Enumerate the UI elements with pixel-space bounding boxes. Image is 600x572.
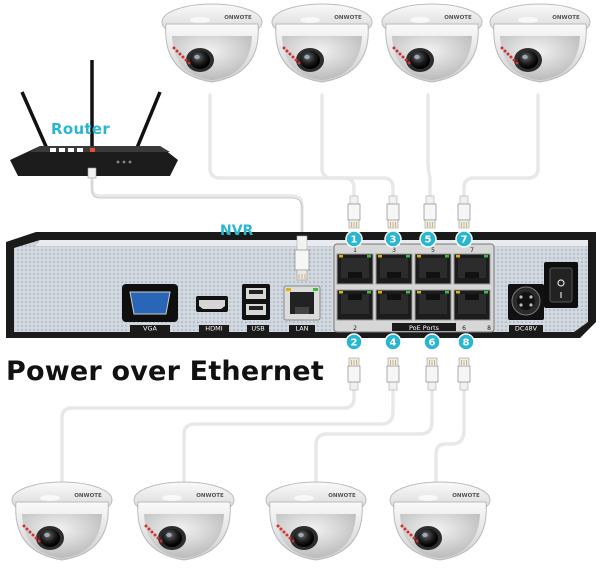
rj45-plug (423, 195, 437, 229)
rj45-plug (457, 357, 471, 391)
port-number-marker: 4 (384, 333, 402, 351)
svg-text:2: 2 (351, 338, 358, 349)
router-label: Router (51, 120, 111, 138)
port-number-marker: 3 (384, 230, 402, 248)
poe-jack (453, 289, 491, 321)
poe-jack (336, 253, 374, 285)
port-number-marker: 2 (345, 333, 363, 351)
svg-text:5: 5 (425, 235, 432, 246)
dome-camera: ONWOTE (133, 481, 235, 561)
dome-camera: ONWOTE (389, 481, 491, 561)
rj45-plug (347, 195, 361, 229)
port-number-marker: 5 (419, 230, 437, 248)
rj45-plug (425, 357, 439, 391)
hdmi-port (196, 296, 229, 332)
port-number: 7 (470, 247, 474, 254)
dc-label: DC48V (515, 325, 538, 333)
port-number-marker: 6 (423, 333, 441, 351)
dome-camera: ONWOTE (11, 481, 113, 561)
rj45-plug (386, 357, 400, 391)
svg-text:1: 1 (351, 235, 358, 246)
usb-ports (242, 284, 270, 332)
rj45-plug (457, 195, 471, 229)
lan-label: LAN (295, 325, 308, 333)
port-number: 6 (462, 325, 466, 332)
port-number-marker: 1 (345, 230, 363, 248)
vga-label: VGA (143, 325, 157, 333)
camera-brand: ONWOTE (452, 493, 480, 499)
port-number-marker: 8 (457, 333, 475, 351)
lan-port (283, 285, 321, 332)
poe-jack (336, 289, 374, 321)
dc-power-port (508, 284, 544, 332)
ethernet-cables (60, 93, 540, 484)
usb-label: USB (251, 325, 264, 333)
svg-text:8: 8 (463, 338, 470, 349)
nvr-label: NVR (220, 223, 254, 239)
camera-brand: ONWOTE (196, 493, 224, 499)
poe-jack (414, 289, 452, 321)
hdmi-label: HDMI (205, 325, 223, 333)
camera-brand: ONWOTE (552, 15, 580, 21)
dome-camera: ONWOTE (381, 3, 483, 83)
poe-port-block (333, 243, 495, 333)
camera-brand: ONWOTE (74, 493, 102, 499)
poe-jack (414, 253, 452, 285)
port-number: 1 (353, 247, 357, 254)
port-number: 2 (353, 325, 357, 332)
port-number-marker: 7 (455, 230, 473, 248)
dome-camera: ONWOTE (265, 481, 367, 561)
camera-brand: ONWOTE (224, 15, 252, 21)
svg-text:7: 7 (461, 235, 468, 246)
headline: Power over Ethernet (6, 356, 324, 387)
lan-cable-plug (294, 235, 310, 281)
poe-jack (453, 253, 491, 285)
nvr-device (6, 232, 596, 338)
poe-ports-label: PoE Ports (409, 324, 440, 332)
svg-text:6: 6 (429, 338, 436, 349)
svg-text:4: 4 (390, 338, 397, 349)
camera-brand: ONWOTE (334, 15, 362, 21)
camera-brand: ONWOTE (444, 15, 472, 21)
port-number: 4 (392, 325, 396, 332)
rj45-plug (347, 357, 361, 391)
poe-jack (375, 289, 413, 321)
router (10, 60, 178, 179)
camera-brand: ONWOTE (328, 493, 356, 499)
port-number: 5 (431, 247, 435, 254)
svg-text:3: 3 (390, 235, 397, 246)
port-number: 8 (487, 325, 491, 332)
dome-camera: ONWOTE (161, 3, 263, 83)
vga-port (122, 284, 178, 332)
rj45-plug (386, 195, 400, 229)
power-switch (544, 262, 578, 308)
poe-jack (375, 253, 413, 285)
dome-camera: ONWOTE (489, 3, 591, 83)
port-number: 3 (392, 247, 396, 254)
dome-camera: ONWOTE (271, 3, 373, 83)
